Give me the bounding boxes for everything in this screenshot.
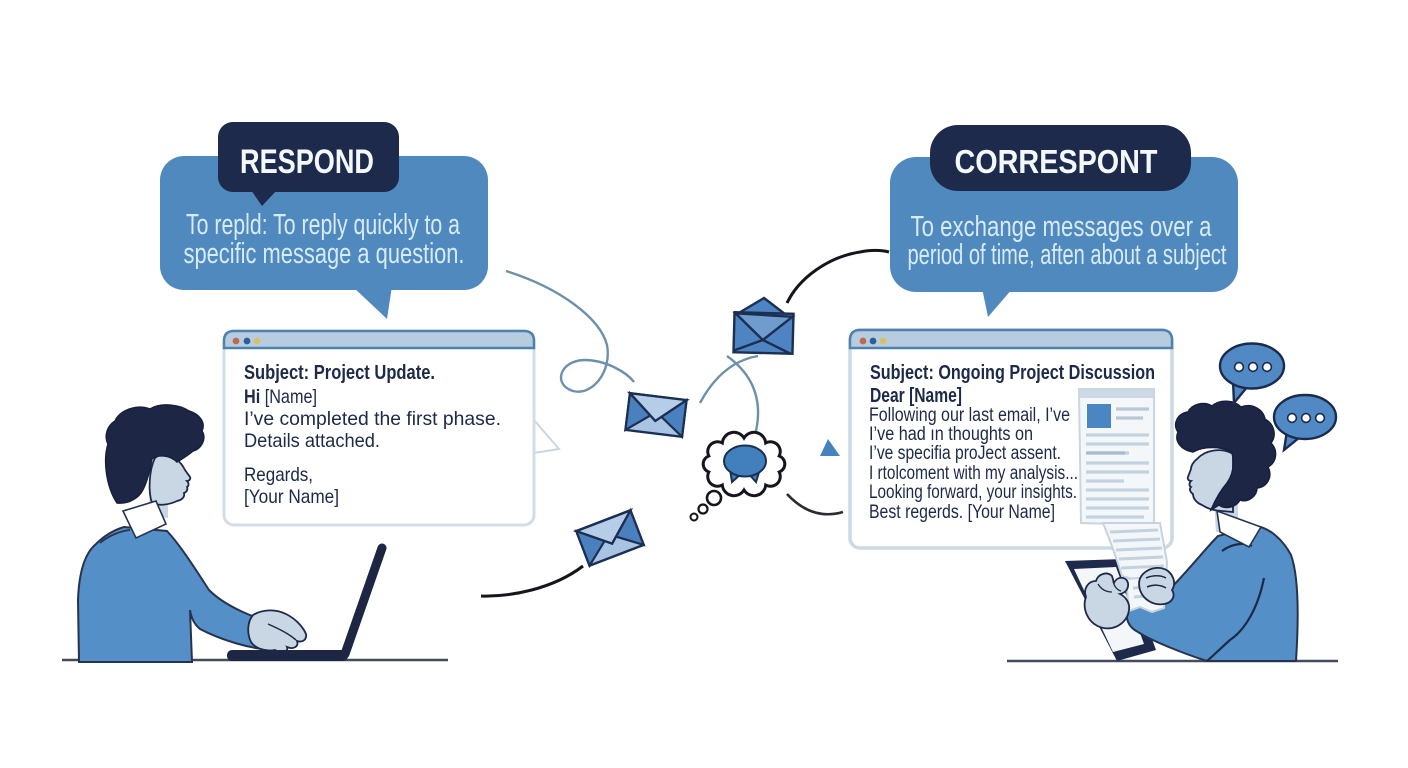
svg-text:Subject: Ongoing Project Discu: Subject: Ongoing Project Discussion: [870, 361, 1155, 384]
svg-text:I’ve completed the first phase: I’ve completed the first phase.: [244, 408, 501, 430]
svg-text:Best regerds. [Your Name]: Best regerds. [Your Name]: [869, 502, 1055, 523]
svg-text:[Your Name]: [Your Name]: [244, 486, 339, 508]
svg-text:Details attached.: Details attached.: [244, 430, 380, 452]
svg-text:Hi [Name]: Hi [Name]: [244, 386, 317, 408]
svg-text:I rtolcoment with my analysis.: I rtolcoment with my analysis...: [869, 463, 1078, 484]
svg-text:Dear [Name]: Dear [Name]: [870, 385, 962, 407]
svg-text:I’ve had ın thoughts on: I’ve had ın thoughts on: [869, 424, 1033, 445]
svg-text:I’ve specifia proJect assent.: I’ve specifia proJect assent.: [869, 443, 1061, 464]
svg-text:Subject: Project Update.: Subject: Project Update.: [244, 361, 435, 384]
svg-text:specific message a question.: specific message a question.: [184, 238, 465, 270]
svg-text:RESPOND: RESPOND: [240, 143, 374, 181]
svg-text:Following our last email, I’ve: Following our last email, I’ve: [869, 405, 1070, 426]
svg-text:To repld: To reply quickly to: To repld: To reply quickly to a: [186, 209, 461, 241]
svg-text:Looking forward, your insights: Looking forward, your insights.: [869, 482, 1077, 503]
svg-text:period of time, aften about a: period of time, aften about a subject: [908, 239, 1227, 271]
svg-text:CORRESPONT: CORRESPONT: [955, 143, 1158, 180]
svg-text:To exchange messages over a: To exchange messages over a: [911, 211, 1213, 243]
svg-text:Regards,: Regards,: [244, 464, 313, 486]
